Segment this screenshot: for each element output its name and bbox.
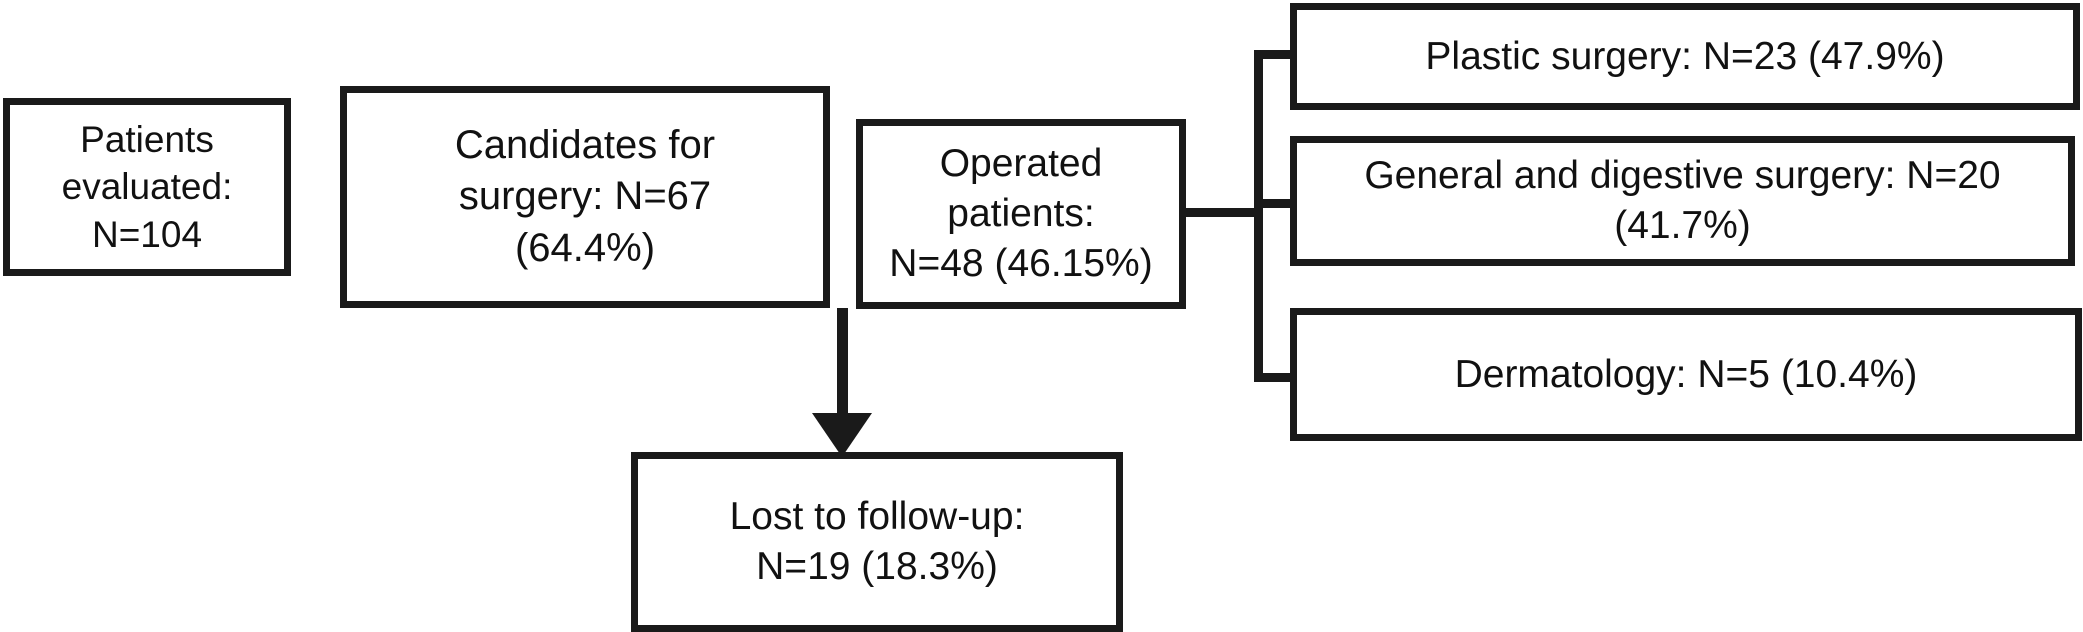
node-plastic-surgery-label: Plastic surgery: N=23 (47.9%) bbox=[1425, 34, 1945, 78]
connector-branch-trunk-vertical bbox=[1254, 50, 1263, 382]
node-dermatology: Dermatology: N=5 (10.4%) bbox=[1290, 308, 2082, 441]
node-candidates-for-surgery: Candidates for surgery: N=67 (64.4%) bbox=[340, 86, 830, 308]
node-plastic-surgery: Plastic surgery: N=23 (47.9%) bbox=[1290, 3, 2080, 110]
node-lost-to-follow-up: Lost to follow-up: N=19 (18.3%) bbox=[631, 452, 1123, 632]
node-general-and-digestive-surgery-label: General and digestive surgery: N=20 (41.… bbox=[1364, 154, 2001, 247]
node-lost-to-follow-up-label: Lost to follow-up: N=19 (18.3%) bbox=[729, 495, 1025, 588]
node-dermatology-label: Dermatology: N=5 (10.4%) bbox=[1454, 352, 1918, 396]
node-candidates-for-surgery-label: Candidates for surgery: N=67 (64.4%) bbox=[454, 123, 716, 270]
node-patients-evaluated: Patients evaluated: N=104 bbox=[3, 98, 291, 276]
node-operated-patients: Operated patients: N=48 (46.15%) bbox=[856, 119, 1186, 309]
arrow-down-icon bbox=[812, 413, 872, 457]
connector-branch-to-dermatology bbox=[1254, 373, 1296, 382]
connector-branch-to-plastic-surgery bbox=[1254, 50, 1296, 59]
node-operated-patients-label: Operated patients: N=48 (46.15%) bbox=[889, 142, 1153, 285]
connector-operated-to-branch-trunk bbox=[1184, 208, 1262, 217]
node-general-and-digestive-surgery: General and digestive surgery: N=20 (41.… bbox=[1290, 136, 2075, 266]
connector-candidates-to-lost-stem bbox=[837, 308, 848, 421]
connector-branch-to-general-surgery bbox=[1254, 199, 1296, 208]
node-patients-evaluated-label: Patients evaluated: N=104 bbox=[61, 118, 233, 255]
